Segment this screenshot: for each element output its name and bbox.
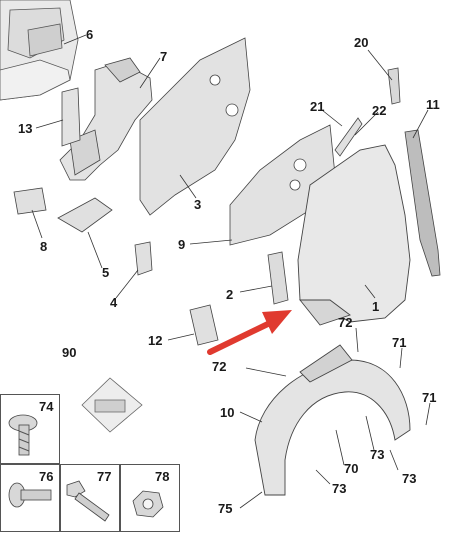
callout-72-left: 72	[212, 359, 227, 374]
bracket-part-2	[267, 251, 289, 305]
callout-90: 90	[62, 345, 77, 360]
screw-74-icon	[8, 414, 38, 456]
panel-part-13	[61, 87, 81, 147]
callout-75: 75	[218, 501, 233, 516]
fastener-label-78: 78	[155, 469, 170, 484]
body-corner-part-6	[0, 0, 79, 101]
leader-lines	[31, 34, 431, 509]
callout-12: 12	[148, 333, 163, 348]
fastener-label-77: 77	[97, 469, 112, 484]
fastener-label-76: 76	[39, 469, 54, 484]
screw-77-icon	[66, 480, 110, 522]
callout-73-c: 73	[332, 481, 347, 496]
screw-76-icon	[8, 482, 52, 508]
bracket-part-5	[57, 197, 113, 233]
callout-73-a: 73	[370, 447, 385, 462]
pointer-arrow	[207, 310, 292, 355]
strip-part-21-22	[334, 117, 363, 157]
callout-11: 11	[426, 97, 440, 112]
wheel-arch-liner-part-10	[254, 344, 411, 496]
inner-frame-part-7	[59, 57, 153, 181]
callout-1: 1	[372, 299, 380, 314]
trim-part-20	[387, 67, 401, 105]
callout-13: 13	[18, 121, 33, 136]
callout-5: 5	[102, 265, 110, 280]
fastener-box-74: 74	[0, 394, 60, 464]
bracket-part-8	[13, 187, 47, 215]
fastener-box-77: 77	[60, 464, 120, 532]
bracket-part-12	[189, 304, 219, 346]
callout-21: 21	[310, 99, 325, 114]
clip-kit-part-90	[81, 377, 143, 433]
fastener-box-76: 76	[0, 464, 60, 532]
callout-20: 20	[354, 35, 369, 50]
callout-8: 8	[40, 239, 48, 254]
callout-71-top: 71	[392, 335, 407, 350]
callout-71-right: 71	[422, 390, 437, 405]
callout-3: 3	[194, 197, 202, 212]
callout-4: 4	[110, 295, 118, 310]
callout-72-top: 72	[338, 315, 353, 330]
nut-78-icon	[132, 490, 164, 518]
callout-70: 70	[344, 461, 359, 476]
callout-10: 10	[220, 405, 235, 420]
fender-part-1	[297, 144, 411, 326]
fastener-label-74: 74	[39, 399, 54, 414]
callout-22: 22	[372, 103, 387, 118]
callout-73-b: 73	[402, 471, 417, 486]
wheelhouse-panel-part-3	[139, 37, 251, 216]
seal-part-11	[404, 129, 441, 277]
callout-9: 9	[178, 237, 186, 252]
callout-7: 7	[160, 49, 168, 64]
callout-6: 6	[86, 27, 94, 42]
fastener-box-78: 78	[120, 464, 180, 532]
callout-2: 2	[226, 287, 234, 302]
bracket-part-4	[134, 241, 153, 276]
